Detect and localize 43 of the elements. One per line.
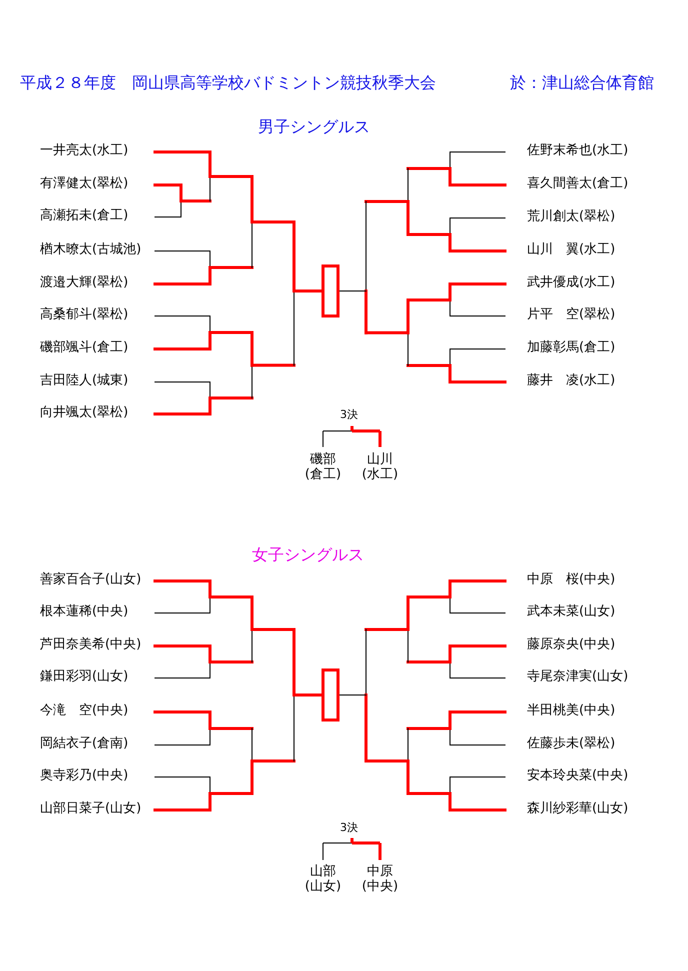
player-name: 善家百合子(山女): [40, 573, 142, 588]
player-name: 中原(中央): [360, 864, 400, 894]
player-name: 有澤健太(翠松): [40, 177, 128, 192]
player-name: 吉田陸人(城東): [40, 374, 128, 388]
player-name: 武本未菜(山女): [527, 605, 616, 620]
player-name: 藤井 凌(水工): [527, 374, 616, 388]
player-name: 加藤彰馬(倉工): [527, 341, 616, 356]
player-name: 佐藤歩未(翠松): [527, 737, 616, 752]
player-name: 片平 空(翠松): [527, 308, 616, 322]
player-name: 磯部颯斗(倉工): [40, 341, 128, 356]
player-name: 一井亮太(水工): [40, 144, 128, 158]
player-name: 奥寺彩乃(中央): [40, 769, 128, 784]
player-name: 向井颯太(翠松): [40, 406, 128, 420]
title: 平成２８年度 岡山県高等学校バドミントン競技秋季大会: [20, 74, 436, 92]
venue-text: 於：津山総合体育館: [510, 74, 654, 92]
player-name: 今滝 空(中央): [40, 704, 128, 718]
round-label: 3決: [340, 822, 358, 834]
round-label: 3決: [340, 409, 358, 422]
player-name: 高桑郁斗(翠松): [40, 308, 128, 322]
player-name: 寺尾奈津実(山女): [527, 670, 628, 684]
player-name: 渡邉大輝(翠松): [40, 276, 128, 290]
player-name: 山川 翼(水工): [527, 243, 616, 258]
player-name: 荒川創太(翠松): [527, 210, 616, 224]
player-name: 喜久間善太(倉工): [527, 177, 628, 192]
player-name: 高瀬拓未(倉工): [40, 209, 128, 224]
player-name: 森川紗彩華(山女): [527, 802, 628, 816]
player-name: 藤原奈央(中央): [527, 638, 616, 652]
section-heading: 女子シングルス: [252, 546, 364, 564]
player-name: 山部日菜子(山女): [40, 802, 142, 816]
player-name: 山部(山女): [304, 864, 342, 894]
player-name: 半田桃美(中央): [527, 704, 616, 718]
player-name: 磯部(倉工): [304, 452, 342, 482]
player-name: 武井優成(水工): [527, 276, 616, 290]
player-name: 安本玲央菜(中央): [527, 769, 628, 784]
player-name: 佐野末希也(水工): [527, 144, 628, 158]
player-name: 根本蓮稀(中央): [40, 605, 128, 620]
section-heading: 男子シングルス: [258, 118, 370, 136]
player-name: 芦田奈美希(中央): [40, 638, 142, 652]
player-name: 鎌田彩羽(山女): [40, 670, 128, 684]
player-name: 楢木暸太(古城池): [40, 243, 142, 258]
player-name: 岡結衣子(倉南): [40, 737, 128, 752]
player-name: 中原 桜(中央): [527, 573, 616, 588]
player-name: 山川(水工): [360, 452, 400, 482]
